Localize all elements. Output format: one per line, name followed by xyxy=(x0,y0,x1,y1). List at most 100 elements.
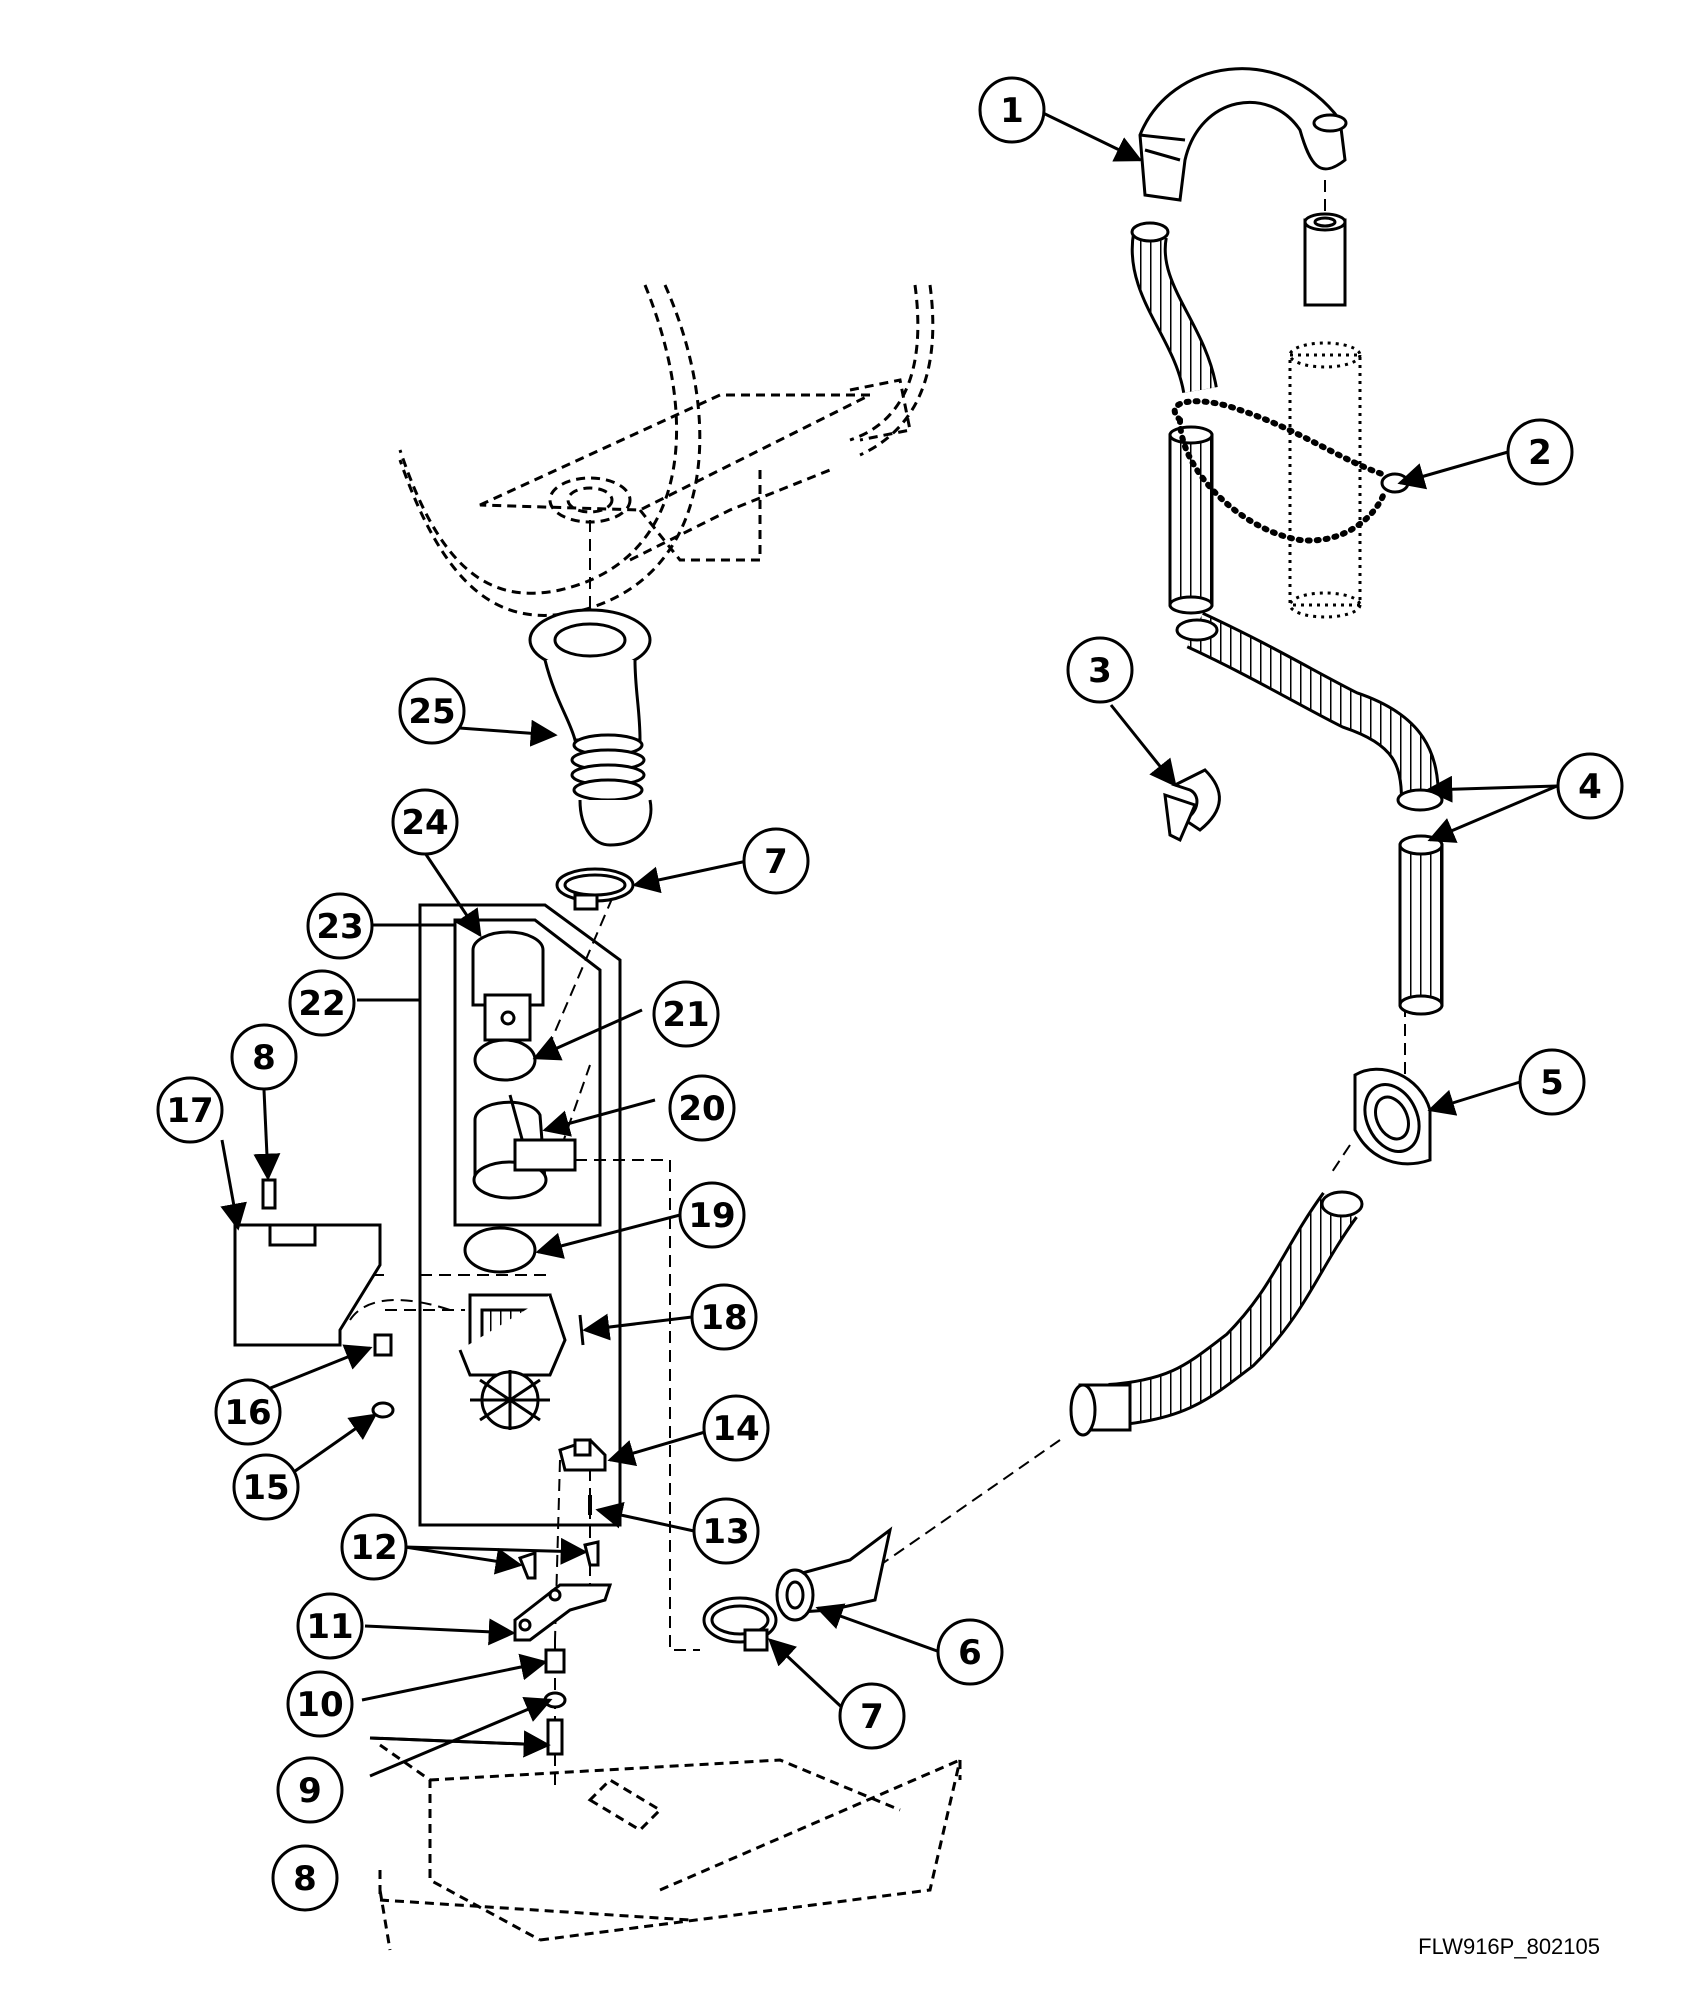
callout-c12: 12 xyxy=(340,1513,408,1581)
callout-circle xyxy=(306,892,374,960)
lower-drain-hose xyxy=(1069,1190,1364,1437)
drain-hose-hook-part xyxy=(1138,67,1348,307)
hose-clamp-part-upper xyxy=(555,867,635,911)
callout-c22: 22 xyxy=(288,969,356,1037)
callout-label: 14 xyxy=(712,1409,759,1449)
callout-circle xyxy=(690,1283,758,1351)
callout-circle xyxy=(340,1513,408,1581)
callout-label: 8 xyxy=(252,1038,276,1078)
tub-outline xyxy=(398,284,935,617)
callout-circle xyxy=(1066,636,1134,704)
callout-label: 5 xyxy=(1540,1063,1564,1103)
callout-label: 7 xyxy=(764,842,788,882)
callout-circle xyxy=(742,827,810,895)
callout-c7a: 7 xyxy=(742,827,810,895)
drain-pump-motor-part xyxy=(458,1293,585,1430)
motor-bracket-part xyxy=(558,1438,607,1472)
callout-c7b: 7 xyxy=(838,1682,906,1750)
figure-id: FLW916P_802105 xyxy=(1418,1934,1600,1959)
callout-label: 24 xyxy=(401,803,448,843)
callout-circle xyxy=(1556,752,1624,820)
callout-circle xyxy=(668,1074,736,1142)
callout-label: 8 xyxy=(293,1859,317,1899)
hose-grommet-part xyxy=(1353,1067,1432,1166)
hose-clip-part xyxy=(1163,768,1221,843)
pump-housing-frame xyxy=(453,918,602,1227)
tub-to-pump-hose-part xyxy=(528,608,653,847)
callout-circle xyxy=(1506,418,1574,486)
callout-circle xyxy=(156,1076,224,1144)
upper-drain-hose xyxy=(1130,221,1218,615)
callout-label: 18 xyxy=(700,1298,747,1338)
callout-label: 3 xyxy=(1088,651,1112,691)
callout-label: 22 xyxy=(298,984,345,1024)
callout-circle xyxy=(1518,1048,1586,1116)
callout-label: 6 xyxy=(958,1633,982,1673)
callout-label: 20 xyxy=(678,1089,725,1129)
pump-cover-part xyxy=(471,930,545,1042)
grommet-part-10 xyxy=(544,1648,566,1674)
callout-label: 23 xyxy=(316,907,363,947)
callout-label: 21 xyxy=(662,995,709,1035)
screw-part-8-lower xyxy=(546,1718,564,1756)
callout-c2: 2 xyxy=(1506,418,1574,486)
callout-arrows xyxy=(220,111,1558,1778)
bead-chain-part xyxy=(1171,398,1388,544)
hose-coupler-part xyxy=(775,1526,893,1622)
callout-circle xyxy=(652,980,720,1048)
callout-label: 13 xyxy=(702,1512,749,1552)
callout-c6: 6 xyxy=(936,1618,1004,1686)
callout-label: 25 xyxy=(408,692,455,732)
callout-circle xyxy=(276,1756,344,1824)
callout-circle xyxy=(702,1394,770,1462)
callout-label: 11 xyxy=(306,1607,353,1647)
hose-clamp-part-lower xyxy=(702,1596,778,1652)
callout-label: 15 xyxy=(242,1468,289,1508)
callout-c9: 9 xyxy=(276,1756,344,1824)
callout-c21: 21 xyxy=(652,980,720,1048)
callout-circle xyxy=(232,1453,300,1521)
screw-part-12 xyxy=(518,1540,600,1580)
callout-c8b: 8 xyxy=(271,1844,339,1912)
callout-circle xyxy=(391,788,459,856)
callout-c16: 16 xyxy=(214,1378,282,1446)
callout-circle xyxy=(678,1181,746,1249)
callout-label: 19 xyxy=(688,1196,735,1236)
callout-label: 7 xyxy=(860,1697,884,1737)
callout-c25: 25 xyxy=(398,677,466,745)
pump-adapter-part xyxy=(472,1094,577,1200)
callout-c3: 3 xyxy=(1066,636,1134,704)
callout-circle xyxy=(286,1670,354,1738)
callout-c13: 13 xyxy=(692,1497,760,1565)
plain-leaders xyxy=(357,923,455,1002)
callout-label: 16 xyxy=(224,1393,271,1433)
callout-c15: 15 xyxy=(232,1453,300,1521)
callout-label: 17 xyxy=(166,1091,213,1131)
callout-label: 1 xyxy=(1000,91,1024,131)
callout-label: 4 xyxy=(1578,767,1602,807)
callout-c14: 14 xyxy=(702,1394,770,1462)
drain-hose-part xyxy=(1175,611,1444,1016)
callout-c1: 1 xyxy=(978,76,1046,144)
plug-part-16 xyxy=(373,1333,393,1357)
callout-circle xyxy=(978,76,1046,144)
mounting-bracket-part xyxy=(513,1583,613,1642)
callout-c20: 20 xyxy=(668,1074,736,1142)
callout-circle xyxy=(288,969,356,1037)
shield-part xyxy=(233,1223,382,1347)
callout-label: 2 xyxy=(1528,433,1552,473)
callout-c17: 17 xyxy=(156,1076,224,1144)
callout-label: 10 xyxy=(296,1685,343,1725)
pump-assembly-frame xyxy=(418,903,622,1527)
callout-c11: 11 xyxy=(296,1592,364,1660)
callout-c4: 4 xyxy=(1556,752,1624,820)
callout-circle xyxy=(838,1682,906,1750)
standpipe-outline xyxy=(1288,341,1362,619)
callout-circle xyxy=(214,1378,282,1446)
callout-circle xyxy=(230,1023,298,1091)
callout-c5: 5 xyxy=(1518,1048,1586,1116)
callout-c19: 19 xyxy=(678,1181,746,1249)
washer-part-15 xyxy=(371,1401,395,1419)
